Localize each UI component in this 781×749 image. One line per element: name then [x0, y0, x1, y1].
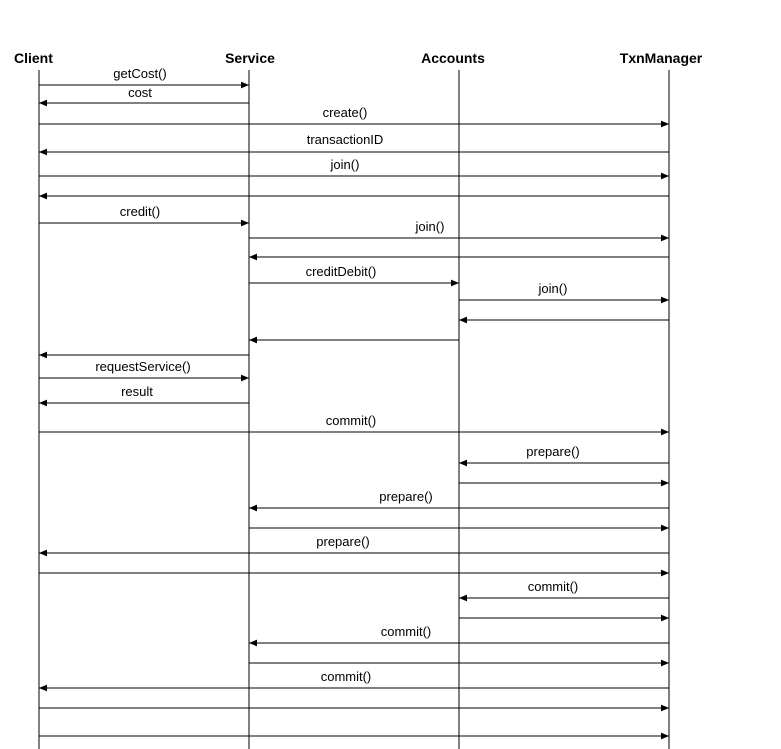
- arrow-head-left: [39, 684, 47, 692]
- arrow-head-right: [661, 704, 669, 712]
- message-m14: [39, 351, 249, 359]
- arrow-head-left: [459, 594, 467, 602]
- arrow-head-right: [661, 234, 669, 242]
- arrow-head-left: [39, 192, 47, 200]
- arrow-head-left: [39, 399, 47, 407]
- message-m21: [249, 524, 669, 532]
- arrow-head-right: [661, 296, 669, 304]
- message-label-m24: commit(): [528, 579, 579, 594]
- message-m10: [249, 279, 459, 287]
- message-label-m10: creditDebit(): [306, 264, 377, 279]
- message-label-m02: cost: [128, 85, 152, 100]
- message-label-m11: join(): [538, 281, 568, 296]
- message-label-m17: commit(): [326, 413, 377, 428]
- message-m28: [39, 684, 669, 692]
- message-label-m08: join(): [415, 219, 445, 234]
- message-label-m04: transactionID: [307, 132, 384, 147]
- message-m09: [249, 253, 669, 261]
- message-m01: [39, 81, 249, 89]
- message-labels-group: getCost() cost create() transactionID join()…: [95, 66, 579, 684]
- message-label-m26: commit(): [381, 624, 432, 639]
- lifeline-label-client: Client: [14, 50, 53, 66]
- arrow-head-right: [661, 524, 669, 532]
- arrow-head-right: [661, 479, 669, 487]
- message-m29: [39, 704, 669, 712]
- message-m27: [249, 659, 669, 667]
- arrow-head-right: [661, 732, 669, 740]
- arrow-head-left: [459, 459, 467, 467]
- lifeline-label-service: Service: [225, 50, 275, 66]
- message-m07: [39, 219, 249, 227]
- message-m15: [39, 374, 249, 382]
- message-label-m28: commit(): [321, 669, 372, 684]
- message-m30: [39, 732, 669, 740]
- arrow-head-left: [39, 549, 47, 557]
- arrow-head-left: [39, 351, 47, 359]
- message-m24: [459, 594, 669, 602]
- arrow-head-left: [249, 504, 257, 512]
- arrow-head-right: [661, 569, 669, 577]
- message-label-m22: prepare(): [316, 534, 369, 549]
- message-m25: [459, 614, 669, 622]
- message-m04: [39, 148, 669, 156]
- message-m11: [459, 296, 669, 304]
- arrow-head-left: [39, 99, 47, 107]
- message-m02: [39, 99, 249, 107]
- message-label-m20: prepare(): [379, 489, 432, 504]
- arrow-head-right: [451, 279, 459, 287]
- arrow-head-right: [661, 172, 669, 180]
- message-m18: [459, 459, 669, 467]
- arrow-head-right: [661, 428, 669, 436]
- message-m03: [39, 120, 669, 128]
- arrow-head-left: [39, 148, 47, 156]
- lifeline-label-txnmanager: TxnManager: [620, 50, 703, 66]
- arrow-head-left: [249, 336, 257, 344]
- arrow-head-right: [241, 81, 249, 89]
- arrow-head-left: [249, 253, 257, 261]
- message-label-m18: prepare(): [526, 444, 579, 459]
- message-label-m03: create(): [323, 105, 368, 120]
- lifeline-names-group: Client Service Accounts TxnManager: [14, 50, 703, 66]
- message-label-m15: requestService(): [95, 359, 190, 374]
- arrow-head-left: [459, 316, 467, 324]
- arrow-head-right: [661, 120, 669, 128]
- arrow-head-right: [241, 219, 249, 227]
- arrow-head-left: [249, 639, 257, 647]
- message-m13: [249, 336, 459, 344]
- message-m16: [39, 399, 249, 407]
- message-m20: [249, 504, 669, 512]
- message-label-m01: getCost(): [113, 66, 166, 81]
- arrow-head-right: [661, 614, 669, 622]
- message-m05: [39, 172, 669, 180]
- arrow-head-right: [241, 374, 249, 382]
- messages-group: [39, 81, 669, 740]
- message-m26: [249, 639, 669, 647]
- message-m23: [39, 569, 669, 577]
- message-label-m07: credit(): [120, 204, 160, 219]
- message-label-m16: result: [121, 384, 153, 399]
- message-m06: [39, 192, 669, 200]
- message-m08: [249, 234, 669, 242]
- lifeline-label-accounts: Accounts: [421, 50, 485, 66]
- message-label-m05: join(): [330, 157, 360, 172]
- arrow-head-right: [661, 659, 669, 667]
- message-m17: [39, 428, 669, 436]
- message-m19: [459, 479, 669, 487]
- lifelines-group: [38, 70, 670, 749]
- message-m22: [39, 549, 669, 557]
- message-m12: [459, 316, 669, 324]
